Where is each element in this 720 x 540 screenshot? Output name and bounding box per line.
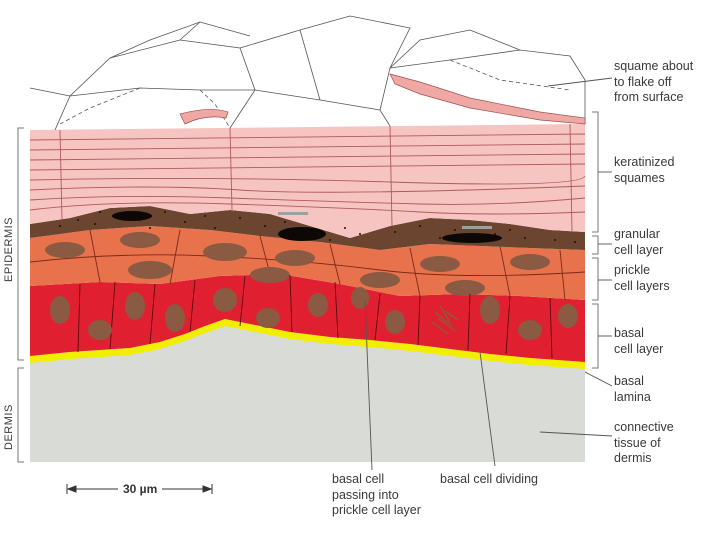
label-line: from surface bbox=[614, 90, 684, 104]
label-line: basal bbox=[614, 326, 644, 340]
label-line: basal bbox=[614, 374, 644, 388]
granular-nuclei bbox=[112, 211, 502, 243]
label-line: to flake off bbox=[614, 74, 672, 89]
label-passing: basal cell passing into prickle cell lay… bbox=[332, 472, 421, 519]
scale-bar-label: 30 µm bbox=[123, 482, 158, 496]
label-squame: squame about to flake off from surface bbox=[614, 59, 693, 106]
dermis-connective-tissue bbox=[30, 325, 585, 462]
surface-squames bbox=[29, 15, 586, 131]
keratinized-squames bbox=[30, 124, 585, 238]
basal-cell-outlines bbox=[77, 274, 553, 359]
label-basal-lamina: basal lamina bbox=[614, 374, 651, 405]
label-line: squames bbox=[614, 170, 665, 185]
basal-lamina bbox=[30, 319, 585, 369]
label-keratinized: keratinized squames bbox=[614, 155, 674, 186]
label-basal-layer: basal cell layer bbox=[614, 326, 663, 357]
dividing-cell-chromosomes bbox=[431, 305, 459, 335]
flaking-squames-pink bbox=[179, 73, 586, 125]
label-line: tissue of bbox=[614, 435, 661, 450]
label-line: lamina bbox=[614, 389, 651, 404]
label-prickle: prickle cell layers bbox=[614, 263, 670, 294]
label-line: granular bbox=[614, 227, 660, 241]
label-line: cell layer bbox=[614, 341, 664, 356]
label-granular: granular cell layer bbox=[614, 227, 663, 258]
label-line: cell layers bbox=[614, 278, 670, 293]
granular-highlights bbox=[278, 212, 492, 229]
label-line: basal cell bbox=[332, 472, 385, 486]
label-brackets bbox=[592, 111, 599, 369]
basal-cell-layer bbox=[30, 274, 585, 362]
dermis-label: DERMIS bbox=[3, 404, 15, 450]
scale-bar bbox=[66, 484, 213, 494]
label-dividing: basal cell dividing bbox=[440, 472, 538, 488]
label-line: connective bbox=[614, 420, 674, 434]
label-line: keratinized bbox=[614, 155, 675, 169]
label-line: basal cell dividing bbox=[440, 472, 538, 486]
leader-lines bbox=[364, 77, 613, 471]
label-line: dermis bbox=[614, 451, 652, 465]
label-line: prickle bbox=[614, 263, 651, 277]
label-line: cell layer bbox=[614, 242, 664, 257]
epidermis-label: EPIDERMIS bbox=[3, 216, 15, 282]
label-connective: connective tissue of dermis bbox=[614, 420, 674, 467]
prickle-cell-nuclei bbox=[45, 232, 550, 296]
region-brackets bbox=[17, 127, 24, 463]
label-line: prickle cell layer bbox=[332, 503, 421, 517]
label-line: passing into bbox=[332, 487, 399, 502]
basal-cell-nuclei bbox=[50, 287, 578, 340]
label-line: squame about bbox=[614, 59, 694, 73]
keratin-layer-lines bbox=[29, 123, 586, 233]
